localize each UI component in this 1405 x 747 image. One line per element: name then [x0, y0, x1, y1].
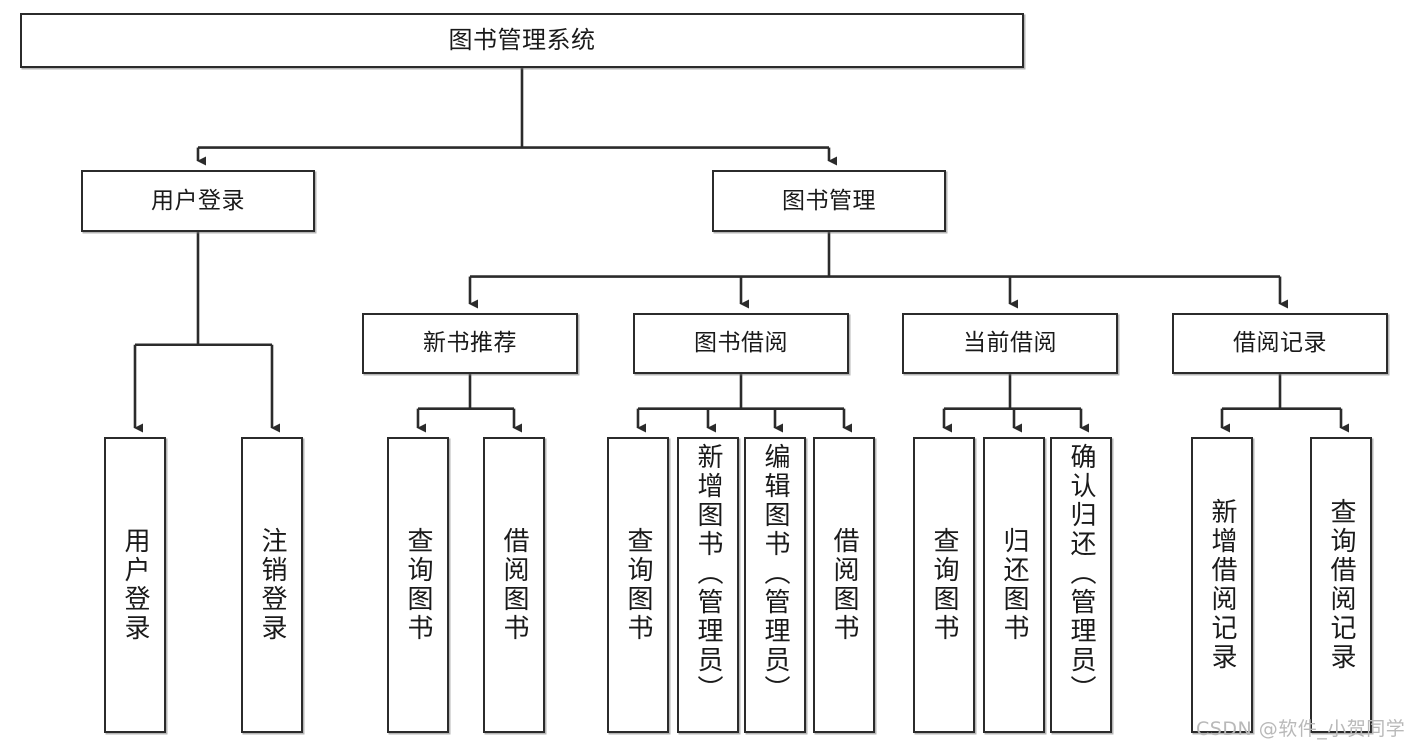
node-label: 图书管理	[782, 187, 876, 214]
leaf-return-book[interactable]: 归还图书	[983, 437, 1045, 733]
node-label: 图书借阅	[694, 330, 788, 357]
node-current-borrow[interactable]: 当前借阅	[902, 313, 1118, 374]
leaf-user-login[interactable]: 用户登录	[104, 437, 166, 733]
leaf-borrow-book[interactable]: 借阅图书	[813, 437, 875, 733]
node-label: 借阅图书	[829, 527, 859, 643]
node-label: 新增图书（管理员）	[693, 443, 723, 704]
node-label: 用户登录	[120, 527, 150, 643]
node-label: 图书管理系统	[448, 25, 596, 54]
leaf-add-book-admin[interactable]: 新增图书（管理员）	[677, 437, 739, 733]
leaf-query-book-recommend[interactable]: 查询图书	[387, 437, 449, 733]
leaf-query-book-borrow[interactable]: 查询图书	[607, 437, 669, 733]
node-book-borrow[interactable]: 图书借阅	[633, 313, 849, 374]
node-borrow-record[interactable]: 借阅记录	[1172, 313, 1388, 374]
node-label: 注销登录	[257, 527, 287, 643]
leaf-query-book-current[interactable]: 查询图书	[913, 437, 975, 733]
leaf-confirm-return-admin[interactable]: 确认归还（管理员）	[1050, 437, 1112, 733]
node-new-book-recommend[interactable]: 新书推荐	[362, 313, 578, 374]
node-label: 新增借阅记录	[1207, 498, 1237, 672]
node-label: 查询图书	[623, 527, 653, 643]
node-label: 归还图书	[999, 527, 1029, 643]
node-label: 查询图书	[929, 527, 959, 643]
node-label: 确认归还（管理员）	[1066, 443, 1096, 704]
node-book-management[interactable]: 图书管理	[712, 170, 946, 232]
leaf-user-logout[interactable]: 注销登录	[241, 437, 303, 733]
node-label: 借阅图书	[499, 527, 529, 643]
leaf-borrow-book-recommend[interactable]: 借阅图书	[483, 437, 545, 733]
node-label: 编辑图书（管理员）	[760, 443, 790, 704]
node-user-login[interactable]: 用户登录	[81, 170, 315, 232]
leaf-edit-book-admin[interactable]: 编辑图书（管理员）	[744, 437, 806, 733]
node-label: 新书推荐	[423, 330, 517, 357]
node-label: 借阅记录	[1233, 330, 1327, 357]
node-label: 用户登录	[151, 187, 245, 214]
node-root-system[interactable]: 图书管理系统	[20, 13, 1024, 68]
watermark-text: CSDN @软件_小贺同学	[1196, 718, 1405, 740]
leaf-query-borrow-record[interactable]: 查询借阅记录	[1310, 437, 1372, 733]
node-label: 当前借阅	[963, 330, 1057, 357]
node-label: 查询图书	[403, 527, 433, 643]
node-label: 查询借阅记录	[1326, 498, 1356, 672]
edges-group	[133, 68, 1349, 433]
leaf-add-borrow-record[interactable]: 新增借阅记录	[1191, 437, 1253, 733]
